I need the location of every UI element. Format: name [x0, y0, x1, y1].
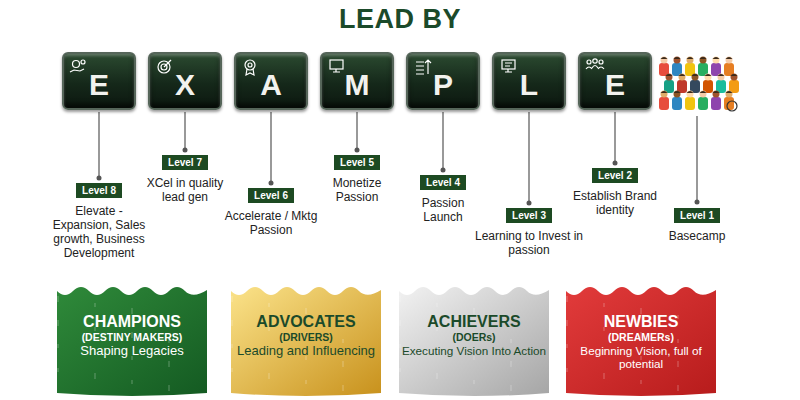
person-figure [716, 74, 726, 94]
person-figure [672, 91, 682, 111]
tier-role: (DREAMERs) [608, 331, 674, 343]
leader-dot [97, 176, 102, 181]
level-description: Passion Launch [408, 196, 478, 224]
level-description: Accelerate / Mktg Passion [221, 209, 321, 237]
leader-line [528, 112, 529, 204]
level-description: Elevate - Expansion, Sales growth, Busin… [52, 204, 147, 260]
leader-line [184, 112, 185, 151]
level-tag: Level 6 [248, 188, 294, 203]
tier-banner: CHAMPIONS(DESTINY MAKERS)Shaping Legacie… [57, 285, 207, 397]
banner-content: NEWBIES(DREAMERs)Beginning Vision, full … [566, 285, 716, 397]
tier-name: CHAMPIONS [83, 313, 181, 331]
level-tag: Level 8 [76, 183, 122, 198]
leader-dot [183, 148, 188, 153]
level-tag: Level 2 [592, 168, 638, 183]
person-figure [664, 74, 674, 94]
key-letter: L [520, 68, 538, 102]
person-figure [703, 74, 713, 94]
level-node: Level 7 XCel in quality lead gen [140, 155, 230, 204]
tier-name: ACHIEVERS [427, 313, 520, 331]
tier-banner: ADVOCATES(DRIVERS)Leading and Influencin… [231, 285, 381, 397]
level-tag: Level 4 [420, 175, 466, 190]
key-letter: X [175, 68, 195, 102]
level-node: Level 8 Elevate - Expansion, Sales growth… [52, 183, 147, 260]
person-figure [724, 91, 734, 111]
key-letter: M [345, 68, 370, 102]
level-tag: Level 3 [506, 208, 552, 223]
leader-line [614, 112, 615, 164]
keycap: A [234, 52, 308, 110]
leader-line [98, 112, 99, 179]
tier-banner: NEWBIES(DREAMERs)Beginning Vision, full … [566, 285, 716, 397]
person-figure [672, 57, 682, 77]
level-tag: Level 5 [334, 155, 380, 170]
leader-dot [355, 148, 360, 153]
tier-tagline: Executing Vision Into Action [402, 344, 546, 357]
level-node: Level 3 Learning to Invest in passion [472, 208, 587, 257]
person-figure [729, 74, 739, 94]
leader-line [356, 112, 357, 151]
person-figure [698, 57, 708, 77]
level-node: Level 4 Passion Launch [408, 175, 478, 224]
tier-role: (DOERs) [452, 331, 495, 343]
leader-dot [269, 181, 274, 186]
tier-banner: ACHIEVERS(DOERs)Executing Vision Into Ac… [399, 285, 549, 397]
level-node: Level 1 Basecamp [669, 208, 726, 243]
person-figure [685, 57, 695, 77]
keycap: E [62, 52, 136, 110]
level-tag: Level 1 [674, 208, 720, 223]
level-tag: Level 7 [162, 155, 208, 170]
tier-name: ADVOCATES [256, 313, 355, 331]
tier-role: (DRIVERS) [279, 331, 333, 343]
leader-dot [695, 200, 700, 205]
key-letter: A [260, 68, 282, 102]
banner-content: ADVOCATES(DRIVERS)Leading and Influencin… [231, 285, 381, 397]
tier-name: NEWBIES [604, 313, 679, 331]
person-figure [659, 91, 669, 111]
leader-dot [613, 161, 618, 166]
tier-tagline: Beginning Vision, full of potential [566, 344, 716, 371]
leader-line [442, 112, 443, 171]
level-description: Monetize Passion [317, 176, 397, 204]
tier-role: (DESTINY MAKERS) [82, 331, 183, 343]
key-letter: P [433, 68, 453, 102]
person-figure [690, 74, 700, 94]
level-node: Level 5 Monetize Passion [317, 155, 397, 204]
person-figure [685, 91, 695, 111]
person-figure [711, 57, 721, 77]
person-figure [698, 91, 708, 111]
level-description: Basecamp [669, 229, 726, 243]
level-node: Level 6 Accelerate / Mktg Passion [221, 188, 321, 237]
leader-line [270, 112, 271, 184]
banner-content: CHAMPIONS(DESTINY MAKERS)Shaping Legacie… [57, 285, 207, 397]
leader-dot [527, 201, 532, 206]
level-description: XCel in quality lead gen [140, 176, 230, 204]
key-letter: E [605, 68, 625, 102]
keycap: P [406, 52, 480, 110]
key-letter: E [89, 68, 109, 102]
keycap: E [578, 52, 652, 110]
banner-content: ACHIEVERS(DOERs)Executing Vision Into Ac… [399, 285, 549, 397]
wheelchair-wheel [727, 101, 737, 111]
tier-tagline: Leading and Influencing [237, 344, 375, 359]
person-figure [677, 74, 687, 94]
diagram-title: LEAD BY [0, 4, 800, 35]
person-figure [724, 57, 734, 77]
leader-dot [441, 168, 446, 173]
level-description: Learning to Invest in passion [472, 229, 587, 257]
keycap: X [148, 52, 222, 110]
level-description: Establish Brand identity [568, 189, 663, 217]
keycap: M [320, 52, 394, 110]
person-figure [659, 57, 669, 77]
level-node: Level 2 Establish Brand identity [568, 168, 663, 217]
keycap: L [492, 52, 566, 110]
leader-line [696, 116, 697, 202]
person-figure [711, 91, 721, 111]
tier-tagline: Shaping Legacies [80, 344, 183, 359]
